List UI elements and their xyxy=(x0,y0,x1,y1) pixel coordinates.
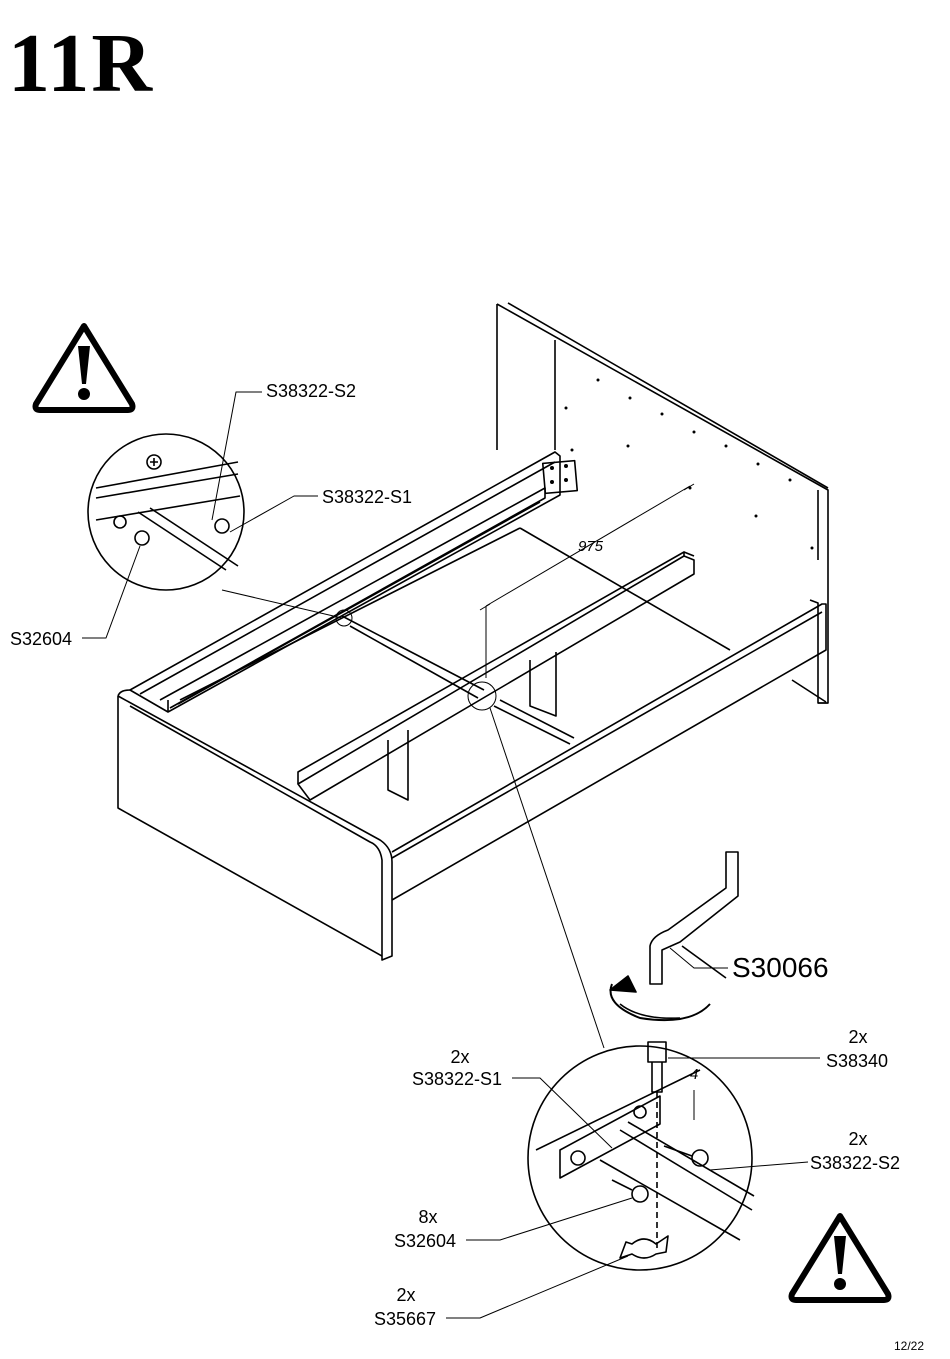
label-rail-s2-code: S38322-S2 xyxy=(810,1153,901,1173)
headboard-holes xyxy=(564,378,814,550)
label-bolt-code: S38340 xyxy=(826,1051,889,1071)
label-bolt-qty: 2x xyxy=(848,1027,868,1047)
cross-rail-left xyxy=(341,615,485,691)
label-allen-key: S30066 xyxy=(732,952,829,983)
label-wingnut-qty: 2x xyxy=(396,1285,416,1305)
dimension-gap: 4 xyxy=(690,1066,699,1083)
footboard xyxy=(117,689,393,961)
dimension-975 xyxy=(479,483,695,678)
label-screw-qty: 8x xyxy=(418,1207,438,1227)
label-rail-s1-top: S38322-S1 xyxy=(322,487,413,507)
center-beam xyxy=(297,551,695,801)
label-screw-top: S32604 xyxy=(10,629,73,649)
label-rail-s2-qty: 2x xyxy=(848,1129,868,1149)
headboard xyxy=(496,302,829,704)
side-rail-right xyxy=(391,603,827,901)
label-rail-s1-qty: 2x xyxy=(450,1047,470,1067)
detail-circle-bottom xyxy=(467,681,755,1271)
center-legs xyxy=(387,652,557,801)
label-wingnut-code: S35667 xyxy=(374,1309,437,1329)
label-screw-code: S32604 xyxy=(394,1231,457,1251)
label-rail-s1-code: S38322-S1 xyxy=(412,1069,503,1089)
warning-icon xyxy=(788,1213,892,1303)
page-number: 12/22 xyxy=(893,1339,924,1353)
step-title: 11R xyxy=(8,17,155,110)
label-rail-s2-top: S38322-S2 xyxy=(266,381,357,401)
leader-lines xyxy=(82,391,820,1319)
allen-key xyxy=(609,851,739,1022)
warning-icon xyxy=(32,323,136,413)
dimension-length: 975 xyxy=(578,538,604,555)
